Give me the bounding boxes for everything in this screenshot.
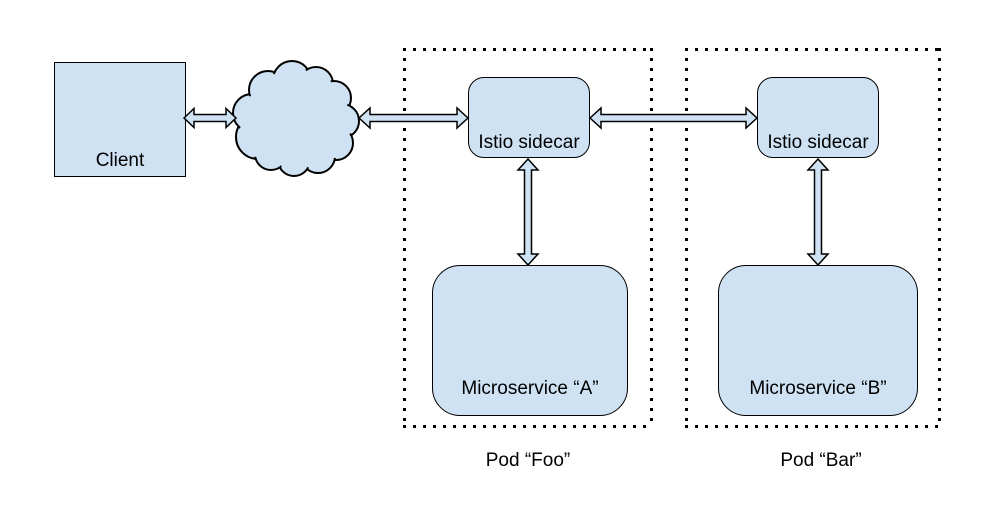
client-label: Client — [95, 150, 145, 172]
pod-bar-label: Pod “Bar” — [780, 450, 862, 471]
sidecar-bar-microservice-b-arrow-icon — [806, 157, 830, 267]
cloud-sidecar-foo-arrow-icon — [357, 106, 470, 130]
cloud-fill — [235, 63, 357, 174]
microservice-b-node: Microservice “B” — [718, 265, 918, 416]
istio-sidecar-foo-label: Istio sidecar — [478, 132, 580, 154]
microservice-a-node: Microservice “A” — [432, 265, 628, 416]
sidecar-foo-microservice-a-arrow-icon — [516, 157, 540, 267]
sidecar-foo-sidecar-bar-arrow-icon — [588, 106, 759, 130]
istio-sidecar-bar-label: Istio sidecar — [767, 132, 869, 154]
client-node: Client — [54, 62, 186, 177]
istio-sidecar-bar-node: Istio sidecar — [757, 77, 879, 158]
microservice-a-label: Microservice “A” — [461, 378, 599, 400]
cloud-icon — [232, 60, 360, 177]
client-cloud-arrow-icon — [182, 106, 238, 130]
istio-sidecar-foo-node: Istio sidecar — [468, 77, 590, 158]
pod-foo-label: Pod “Foo” — [485, 450, 571, 471]
microservice-b-label: Microservice “B” — [749, 378, 887, 400]
